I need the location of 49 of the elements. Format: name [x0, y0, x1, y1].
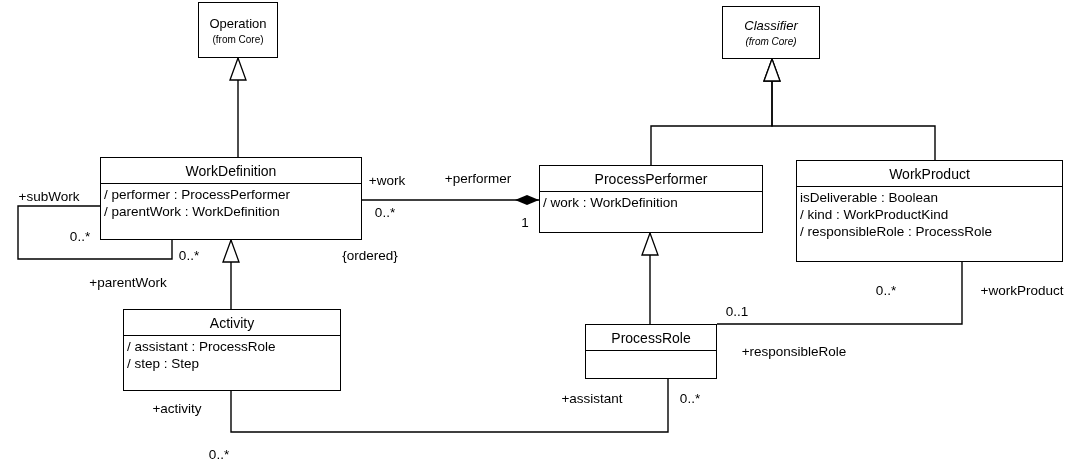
package-note: (from Core) [212, 33, 264, 45]
class-name: WorkProduct [888, 165, 971, 184]
class-box [539, 165, 763, 233]
multiplicity-label: +work [368, 172, 406, 188]
multiplicity-label: +workProduct [980, 282, 1064, 298]
class-reference-box [198, 2, 278, 58]
multiplicity-label: 0..* [208, 446, 230, 462]
association-line [17, 205, 173, 260]
attribute-text: / performer : ProcessPerformer [104, 186, 292, 203]
association-line [716, 261, 963, 325]
association-line [230, 378, 669, 433]
multiplicity-label: 0..* [69, 228, 91, 244]
attribute-text: / assistant : ProcessRole [127, 338, 277, 355]
class-box [123, 309, 341, 391]
multiplicity-label: +responsibleRole [741, 343, 847, 359]
class-name: ProcessPerformer [593, 170, 709, 189]
class-reference-box [722, 6, 820, 59]
class-name: Operation [209, 15, 267, 31]
class-box [585, 324, 717, 379]
multiplicity-label: 0..1 [725, 303, 749, 319]
attribute-text: / parentWork : WorkDefinition [104, 203, 281, 220]
multiplicity-label: +parentWork [89, 274, 167, 290]
class-name: Classifier [744, 18, 798, 33]
multiplicity-label: 1 [521, 214, 529, 230]
class-name: ProcessRole [610, 329, 692, 348]
multiplicity-label: +subWork [18, 188, 80, 204]
class-box [100, 157, 362, 240]
multiplicity-label: 0..* [374, 204, 396, 220]
package-note: (from Core) [745, 36, 797, 47]
attribute-text: isDeliverable : Boolean [800, 189, 940, 206]
multiplicity-label: +performer [444, 170, 512, 186]
class-name: Activity [208, 314, 256, 333]
multiplicity-label: 0..* [679, 390, 701, 406]
attribute-text: / kind : WorkProductKind [800, 206, 950, 223]
generalization-arrow [641, 232, 659, 325]
composition-line [361, 195, 540, 205]
multiplicity-label: 0..* [875, 282, 897, 298]
generalization-arrow [222, 239, 240, 310]
class-name: WorkDefinition [184, 162, 278, 181]
attribute-text: / work : WorkDefinition [543, 194, 679, 211]
generalization-arrow [229, 57, 247, 158]
multiplicity-label: +assistant [561, 390, 623, 406]
generalization-arrow [763, 58, 936, 161]
attribute-text: / responsibleRole : ProcessRole [800, 223, 994, 240]
class-box [796, 160, 1063, 262]
multiplicity-label: 0..* [178, 247, 200, 263]
multiplicity-label: {ordered} [342, 247, 398, 263]
attribute-text: / step : Step [127, 355, 201, 372]
multiplicity-label: +activity [152, 400, 202, 416]
